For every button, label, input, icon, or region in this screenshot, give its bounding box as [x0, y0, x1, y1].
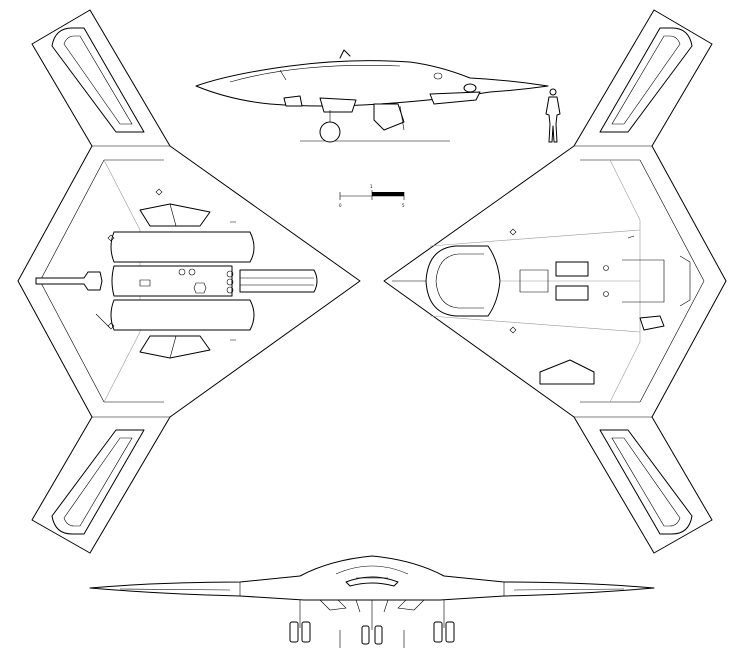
top-view-upper-wingtip	[51, 27, 145, 133]
top-view-weapon-bays	[110, 203, 318, 359]
scale-bar-tick-1: 1	[370, 184, 373, 189]
side-view-fuselage	[195, 60, 549, 107]
human-silhouette-icon	[545, 88, 561, 143]
top-view-lower-wingtip	[51, 429, 145, 535]
bottom-view-gear-bays	[509, 228, 691, 385]
scale-bar-tick-0: 0	[339, 203, 342, 208]
top-view-details	[95, 188, 236, 341]
scale-bar-segment	[372, 192, 404, 196]
front-view-intake	[345, 576, 399, 587]
bottom-view-lower-wingtip	[599, 429, 693, 535]
bottom-view-intake	[425, 245, 501, 317]
top-view-engine-intake	[35, 271, 103, 291]
scale-bar-tick-5: 5	[402, 203, 405, 208]
top-view	[17, 9, 361, 554]
scale-bar: 0 1 5	[339, 184, 405, 208]
front-view	[89, 555, 655, 648]
side-view-weapon-door	[373, 103, 405, 131]
side-view-main-wheel	[319, 121, 341, 143]
bottom-view	[383, 9, 727, 554]
bottom-view-upper-wingtip	[599, 27, 693, 133]
side-view	[195, 49, 549, 143]
bottom-view-outline	[383, 9, 727, 554]
front-view-landing-gear	[289, 600, 455, 648]
top-view-outline	[17, 9, 361, 554]
